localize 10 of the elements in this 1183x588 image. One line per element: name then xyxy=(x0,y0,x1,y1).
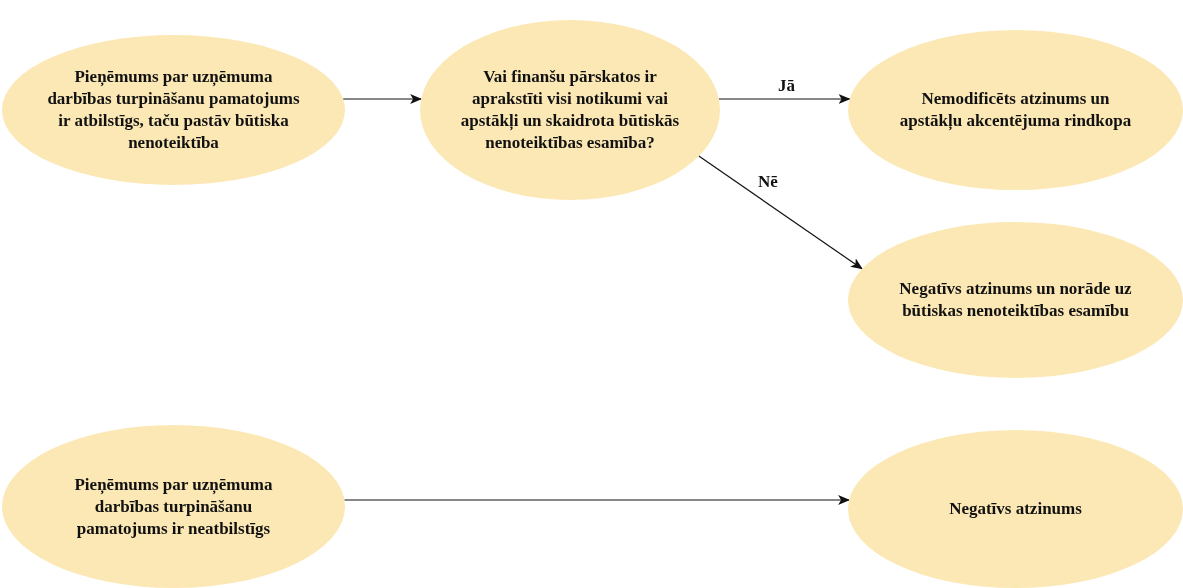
arrow xyxy=(698,155,863,270)
node-text: Pieņēmums par uzņēmuma darbības turpināšanu pamatojums ir atbilstīgs, taču pastāv būtiska nenoteiktība xyxy=(46,66,301,154)
node-text: Pieņēmums par uzņēmuma darbības turpināšanu pamatojums ir neatbilstīgs xyxy=(73,473,274,540)
node-text: Vai finanšu pārskatos ir aprakstīti visi notikumi vai apstākļi un skaidrota būtiskās nenoteiktības esamība? xyxy=(459,66,681,154)
arrow xyxy=(718,94,851,104)
arrow xyxy=(342,94,423,104)
node-text: Negatīvs atzinums xyxy=(949,498,1082,520)
node-text: Negatīvs atzinums un norāde uz būtiskas nenoteiktības esamību xyxy=(898,278,1133,322)
arrow xyxy=(343,495,851,505)
node-text: Nemodificēts atzinums un apstākļu akcentējuma rindkopa xyxy=(898,88,1133,132)
